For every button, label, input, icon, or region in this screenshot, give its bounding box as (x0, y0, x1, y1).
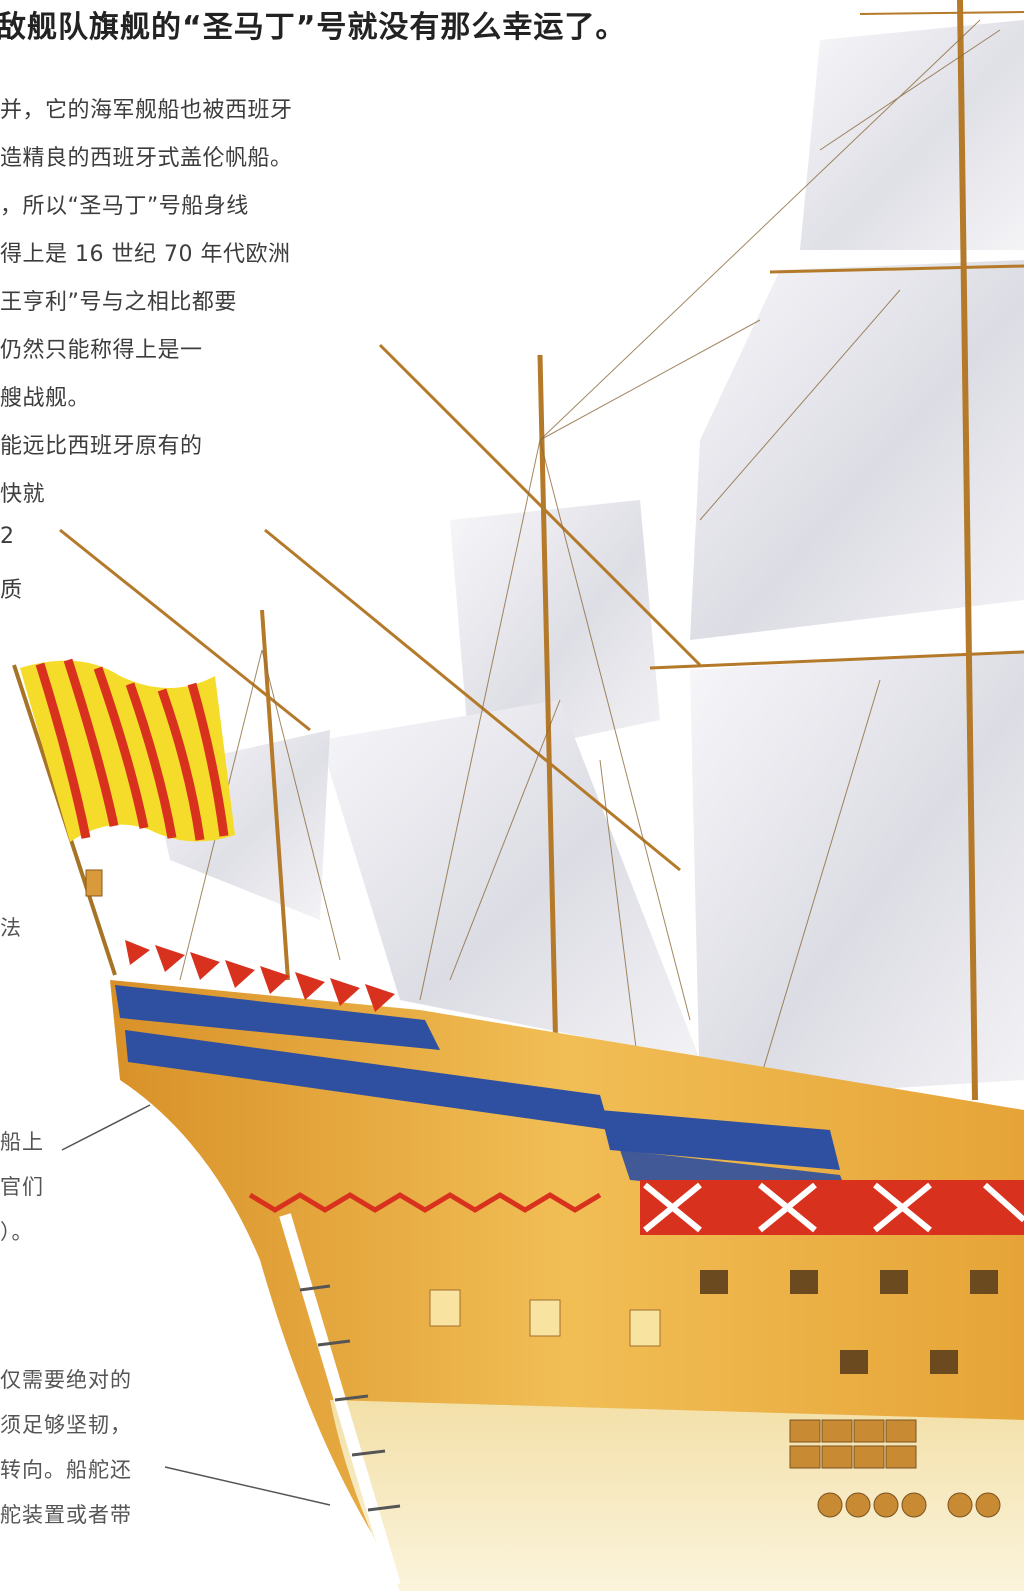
rudder-caption-line: 转向。船舵还 (0, 1458, 132, 1482)
sails (150, 20, 1024, 1100)
main-course-sail (690, 650, 1024, 1100)
main-upper-yard (859, 11, 1024, 15)
rudder-leader-line (164, 1466, 331, 1506)
body-line: 并，它的海军舰船也被西班牙 (0, 98, 293, 123)
body-line: 造精良的西班牙式盖伦帆船。 (0, 146, 293, 171)
main-top-yard (769, 264, 1024, 274)
stern-caption-line: 船上 (0, 1130, 44, 1154)
stern-leader-line (61, 1104, 151, 1151)
rudder-caption-line: 仅需要绝对的 (0, 1368, 132, 1392)
cargo-barrels (789, 1419, 1001, 1518)
rudder-caption-line: 须足够坚韧， (0, 1413, 132, 1437)
striped-flag (12, 658, 235, 976)
mizzen-yard (59, 528, 311, 732)
body-line: 艘战舰。 (0, 386, 91, 411)
body-line: 质 (0, 578, 23, 603)
stern-blue-band-lower (125, 1030, 610, 1130)
main-lower-yard (649, 650, 1024, 670)
ship-hull (110, 940, 1024, 1591)
fore-yard (264, 528, 681, 872)
hull-zigzag (248, 1192, 602, 1213)
body-line: 能远比西班牙原有的 (0, 434, 203, 459)
rudder-caption-line: 舵装置或者带 (0, 1503, 132, 1527)
mid-blue-band (600, 1110, 840, 1170)
body-line: 仍然只能称得上是一 (0, 338, 203, 363)
upper-topsail (800, 20, 1024, 250)
fore-topsail (450, 500, 660, 760)
main-topsail (690, 260, 1024, 640)
stern-caption-line: 官们 (0, 1175, 44, 1199)
stern-windows (429, 1289, 661, 1347)
stern-red-chevrons (125, 940, 395, 1012)
body-line: ，所以“圣马丁”号船身线 (0, 194, 249, 219)
stern-caption-line: ）。 (0, 1220, 34, 1244)
body-line: 快就 (0, 482, 46, 507)
page-heading: 敌舰队旗舰的“圣马丁”号就没有那么幸运了。 (0, 10, 627, 45)
bowsprit-yard (378, 343, 702, 667)
body-line: 王亨利”号与之相比都要 (0, 290, 237, 315)
fore-mast (537, 354, 559, 1061)
main-mast (957, 0, 978, 1101)
masts-and-rigging (59, 0, 1024, 1101)
waist-red-panel (640, 1180, 1024, 1235)
fore-course-sail (320, 700, 700, 1060)
body-line: 2 (0, 524, 15, 549)
mizzen-mast (260, 609, 290, 981)
rudder-hinges (299, 1284, 401, 1512)
stern-blue-band-upper (115, 985, 440, 1050)
stern-lantern (85, 869, 103, 897)
cannon-ports (700, 1270, 998, 1374)
caption-fragment: 法 (0, 916, 22, 940)
body-line: 得上是 16 世纪 70 年代欧洲 (0, 242, 291, 267)
